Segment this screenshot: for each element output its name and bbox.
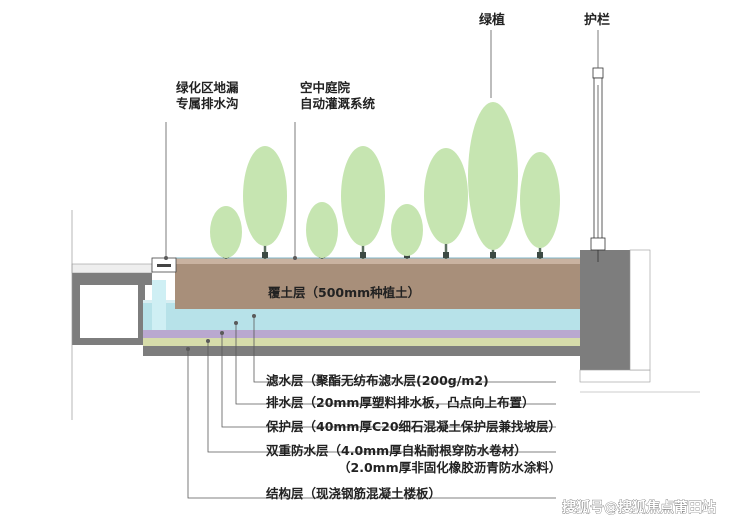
label-greenery: 绿植: [479, 12, 505, 28]
leader-structure: [187, 349, 556, 499]
leader-lines: [165, 30, 599, 499]
floor-drain-grate: [157, 264, 171, 267]
structure-layer: [143, 345, 580, 356]
tree-crown: [243, 146, 287, 246]
label-filter: 滤水层（聚酯无纺布滤水层(200g/m2): [266, 373, 489, 388]
label-soil: 覆土层（500mm种植土）: [267, 285, 420, 300]
tree-base: [360, 252, 366, 258]
tree-crown: [210, 206, 242, 258]
parapet-wall: [580, 250, 630, 370]
label-drain-line1: 绿化区地漏: [176, 80, 239, 95]
tree-crown: [468, 102, 518, 250]
protect-layer: [143, 329, 580, 338]
left-slab: [71, 210, 153, 420]
parapet-cladding: [629, 249, 651, 371]
tree-crown: [341, 146, 385, 246]
label-waterproof-line1: 双重防水层（4.0mm厚自粘耐根穿防水卷材）: [265, 443, 527, 458]
tree-crown: [424, 148, 468, 244]
label-structure: 结构层（现浇钢筋混凝土楼板）: [266, 486, 441, 501]
left-beam: [72, 273, 152, 345]
leader-waterproof: [207, 341, 556, 453]
leader-drainage: [235, 323, 556, 405]
leader-protect: [221, 333, 556, 428]
label-railing: 护栏: [584, 12, 610, 28]
parapet-base: [579, 369, 651, 383]
label-waterproof-line2: （2.0mm厚非固化橡胶沥青防水涂料）: [338, 460, 561, 475]
label-drain-line2: 专属排水沟: [176, 96, 239, 111]
waterproof-layer: [143, 337, 580, 346]
left-pavement: [71, 263, 153, 274]
drain-channel: [152, 280, 166, 330]
tree-base: [537, 252, 543, 258]
label-drainage: 排水层（20mm厚塑料排水板，凸点向上布置）: [266, 395, 534, 410]
label-protect: 保护层（40mm厚C20细石混凝土保护层兼找坡层）: [265, 419, 561, 434]
leader-filter: [253, 316, 556, 383]
tree-base: [490, 252, 496, 258]
tree-base: [443, 252, 449, 258]
tree-crown: [391, 204, 423, 256]
layer-stack: [143, 257, 580, 356]
parapet: [579, 67, 700, 393]
soil-layer: [175, 262, 580, 309]
label-courtyard-line2: 自动灌溉系统: [300, 96, 376, 111]
tree-base: [262, 252, 268, 258]
leader-dots: [164, 256, 297, 351]
soil-top: [175, 258, 580, 264]
watermark: 搜狐号@搜狐焦点莆田站: [562, 499, 716, 516]
tree-crown: [520, 152, 560, 248]
trees: [210, 102, 560, 259]
label-courtyard-line1: 空中庭院: [300, 80, 351, 95]
railing-post: [590, 67, 606, 262]
tree-crown: [306, 202, 338, 258]
